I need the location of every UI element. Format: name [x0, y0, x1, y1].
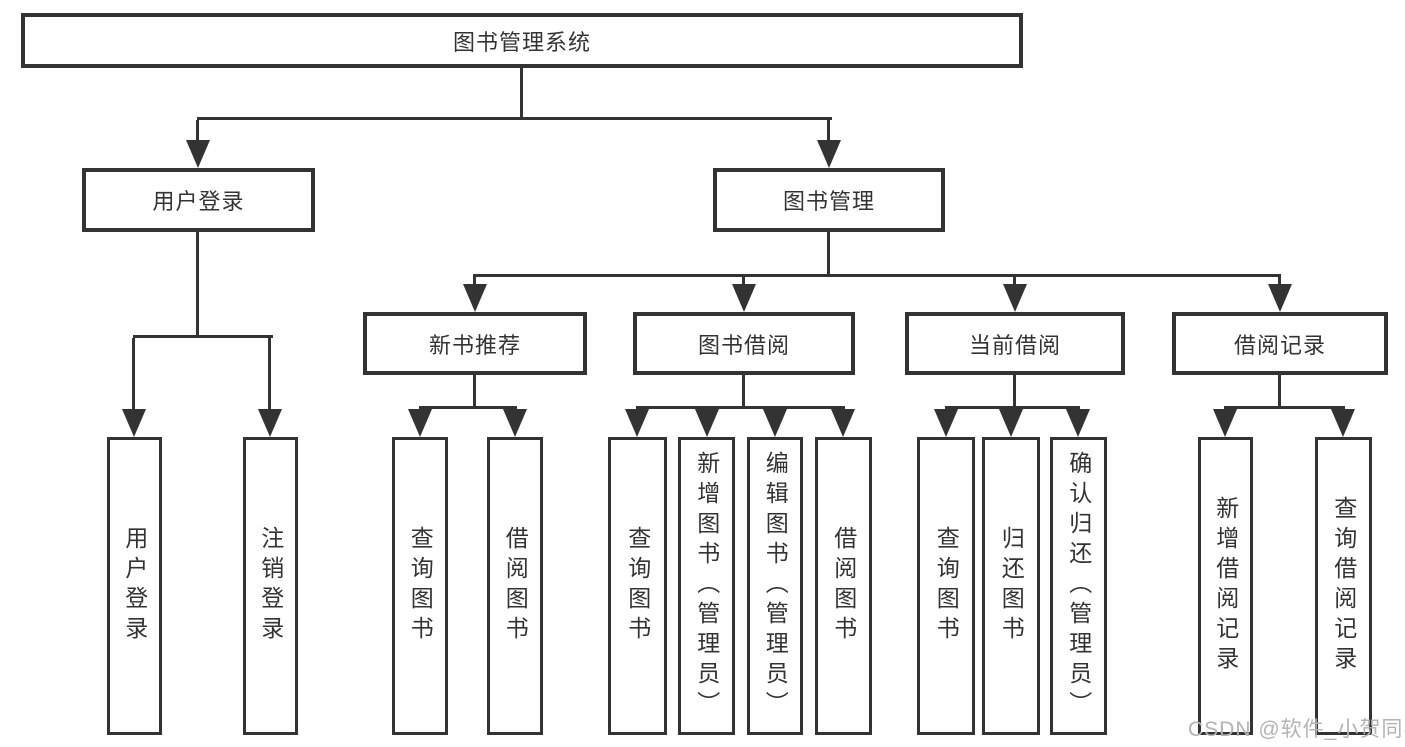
node-label: 借阅记录	[1233, 332, 1326, 358]
arrow-down-icon	[1003, 284, 1027, 312]
connector-line	[197, 117, 832, 120]
connector-line	[133, 335, 273, 338]
node-library-management-system: 图书管理系统	[21, 13, 1023, 68]
connector-line	[268, 338, 271, 411]
arrow-down-icon	[831, 409, 855, 437]
leaf-label: 查询借阅记录	[1330, 496, 1357, 676]
connector-line	[636, 406, 845, 409]
connector-line	[473, 277, 476, 286]
leaf-user-login: 用户登录	[107, 437, 162, 735]
watermark: CSDN @软件_小贺同学	[1188, 718, 1405, 741]
leaf-label: 查询图书	[624, 526, 651, 646]
connector-line	[196, 120, 199, 142]
arrow-down-icon	[1268, 284, 1292, 312]
node-label: 图书管理系统	[452, 29, 591, 55]
leaf-query-books-recommend: 查询图书	[392, 437, 448, 735]
leaf-query-books-borrowing: 查询图书	[608, 437, 667, 735]
leaf-label: 查询图书	[407, 526, 434, 646]
leaf-label: 确认归还（管理员）	[1065, 451, 1092, 721]
connector-line	[945, 406, 1080, 409]
connector-line	[742, 375, 745, 409]
node-label: 图书借阅	[697, 332, 790, 358]
arrow-down-icon	[999, 409, 1023, 437]
connector-line	[827, 232, 830, 277]
leaf-label: 归还图书	[998, 526, 1025, 646]
arrow-down-icon	[1066, 409, 1090, 437]
leaf-label: 借阅图书	[502, 526, 529, 646]
leaf-query-books-current: 查询图书	[917, 437, 975, 735]
node-label: 用户登录	[152, 189, 245, 214]
connector-line	[1013, 375, 1016, 409]
arrow-down-icon	[408, 409, 432, 437]
node-new-book-recommendation: 新书推荐	[363, 312, 587, 375]
connector-line	[473, 375, 476, 409]
leaf-label: 新增借阅记录	[1212, 496, 1239, 676]
arrow-down-icon	[503, 409, 527, 437]
arrow-down-icon	[625, 409, 649, 437]
connector-line	[132, 338, 135, 411]
arrow-down-icon	[934, 409, 958, 437]
leaf-label: 编辑图书（管理员）	[762, 451, 789, 721]
leaf-add-book-admin: 新增图书（管理员）	[678, 437, 735, 735]
leaf-return-books: 归还图书	[982, 437, 1040, 735]
node-label: 当前借阅	[968, 332, 1061, 358]
connector-line	[473, 274, 1281, 277]
arrow-down-icon	[122, 409, 146, 437]
node-current-borrowing: 当前借阅	[905, 312, 1125, 375]
arrow-down-icon	[695, 409, 719, 437]
node-book-borrowing: 图书借阅	[633, 312, 855, 375]
connector-line	[1278, 277, 1281, 286]
arrow-down-icon	[1331, 409, 1355, 437]
arrow-down-icon	[763, 409, 787, 437]
arrow-down-icon	[186, 140, 210, 168]
leaf-label: 新增图书（管理员）	[693, 451, 720, 721]
leaf-borrow-books-borrowing: 借阅图书	[815, 437, 872, 735]
arrow-down-icon	[732, 284, 756, 312]
leaf-borrow-books-recommend: 借阅图书	[487, 437, 543, 735]
arrow-down-icon	[463, 284, 487, 312]
connector-line	[827, 120, 830, 142]
leaf-logout-login: 注销登录	[243, 437, 298, 735]
node-book-management: 图书管理	[713, 168, 945, 232]
arrow-down-icon	[817, 140, 841, 168]
connector-line	[520, 68, 523, 120]
arrow-down-icon	[258, 409, 282, 437]
node-borrowing-records: 借阅记录	[1172, 312, 1388, 375]
leaf-label: 借阅图书	[830, 526, 857, 646]
connector-line	[1013, 277, 1016, 286]
arrow-down-icon	[1213, 409, 1237, 437]
connector-line	[196, 232, 199, 338]
leaf-confirm-return-admin: 确认归还（管理员）	[1050, 437, 1107, 735]
node-user-login: 用户登录	[82, 168, 315, 232]
leaf-label: 注销登录	[257, 526, 284, 646]
leaf-label: 查询图书	[933, 526, 960, 646]
leaf-edit-book-admin: 编辑图书（管理员）	[747, 437, 803, 735]
connector-line	[1278, 375, 1281, 409]
leaf-query-borrow-record: 查询借阅记录	[1315, 437, 1372, 735]
connector-line	[742, 277, 745, 286]
node-label: 新书推荐	[428, 332, 521, 358]
connector-line	[419, 406, 517, 409]
leaf-add-borrow-record: 新增借阅记录	[1198, 437, 1253, 735]
node-label: 图书管理	[782, 189, 875, 214]
connector-line	[1224, 406, 1345, 409]
leaf-label: 用户登录	[121, 526, 148, 646]
